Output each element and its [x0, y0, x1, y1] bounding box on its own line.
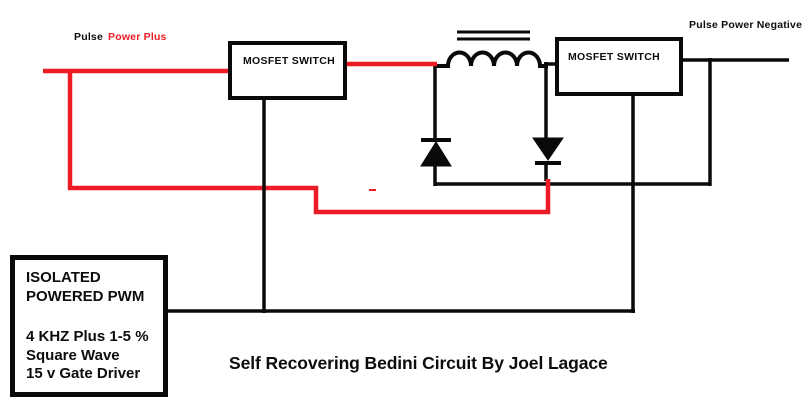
mosfet-switch-left-box: MOSFET SWITCH — [228, 41, 347, 100]
pwm-spacer — [26, 306, 163, 328]
power-negative-label: Pulse Power Negative — [689, 19, 803, 31]
mosfet-switch-right-label: MOSFET SWITCH — [568, 51, 660, 63]
pwm-line-gate-driver: 15 v Gate Driver — [26, 365, 141, 382]
power-plus-label: Power Plus — [108, 31, 167, 43]
pwm-line-square-wave: Square Wave — [26, 346, 120, 364]
pwm-line-powered-pwm: POWERED PWM — [26, 287, 145, 305]
mosfet-switch-left-label: MOSFET SWITCH — [243, 55, 335, 67]
pulse-label: Pulse — [74, 31, 104, 43]
pwm-line-isolated: ISOLATED — [26, 269, 101, 286]
right-diode-icon — [532, 137, 564, 161]
pwm-line-frequency: 4 KHZ Plus 1-5 % — [26, 328, 149, 345]
mosfet-switch-right-box: MOSFET SWITCH — [555, 37, 683, 96]
pwm-driver-box: ISOLATED POWERED PWM 4 KHZ Plus 1-5 % Sq… — [10, 255, 168, 397]
left-diode-icon — [420, 141, 452, 167]
diagram-title: Self Recovering Bedini Circuit By Joel L… — [229, 353, 608, 373]
inductor-coil — [436, 50, 548, 68]
